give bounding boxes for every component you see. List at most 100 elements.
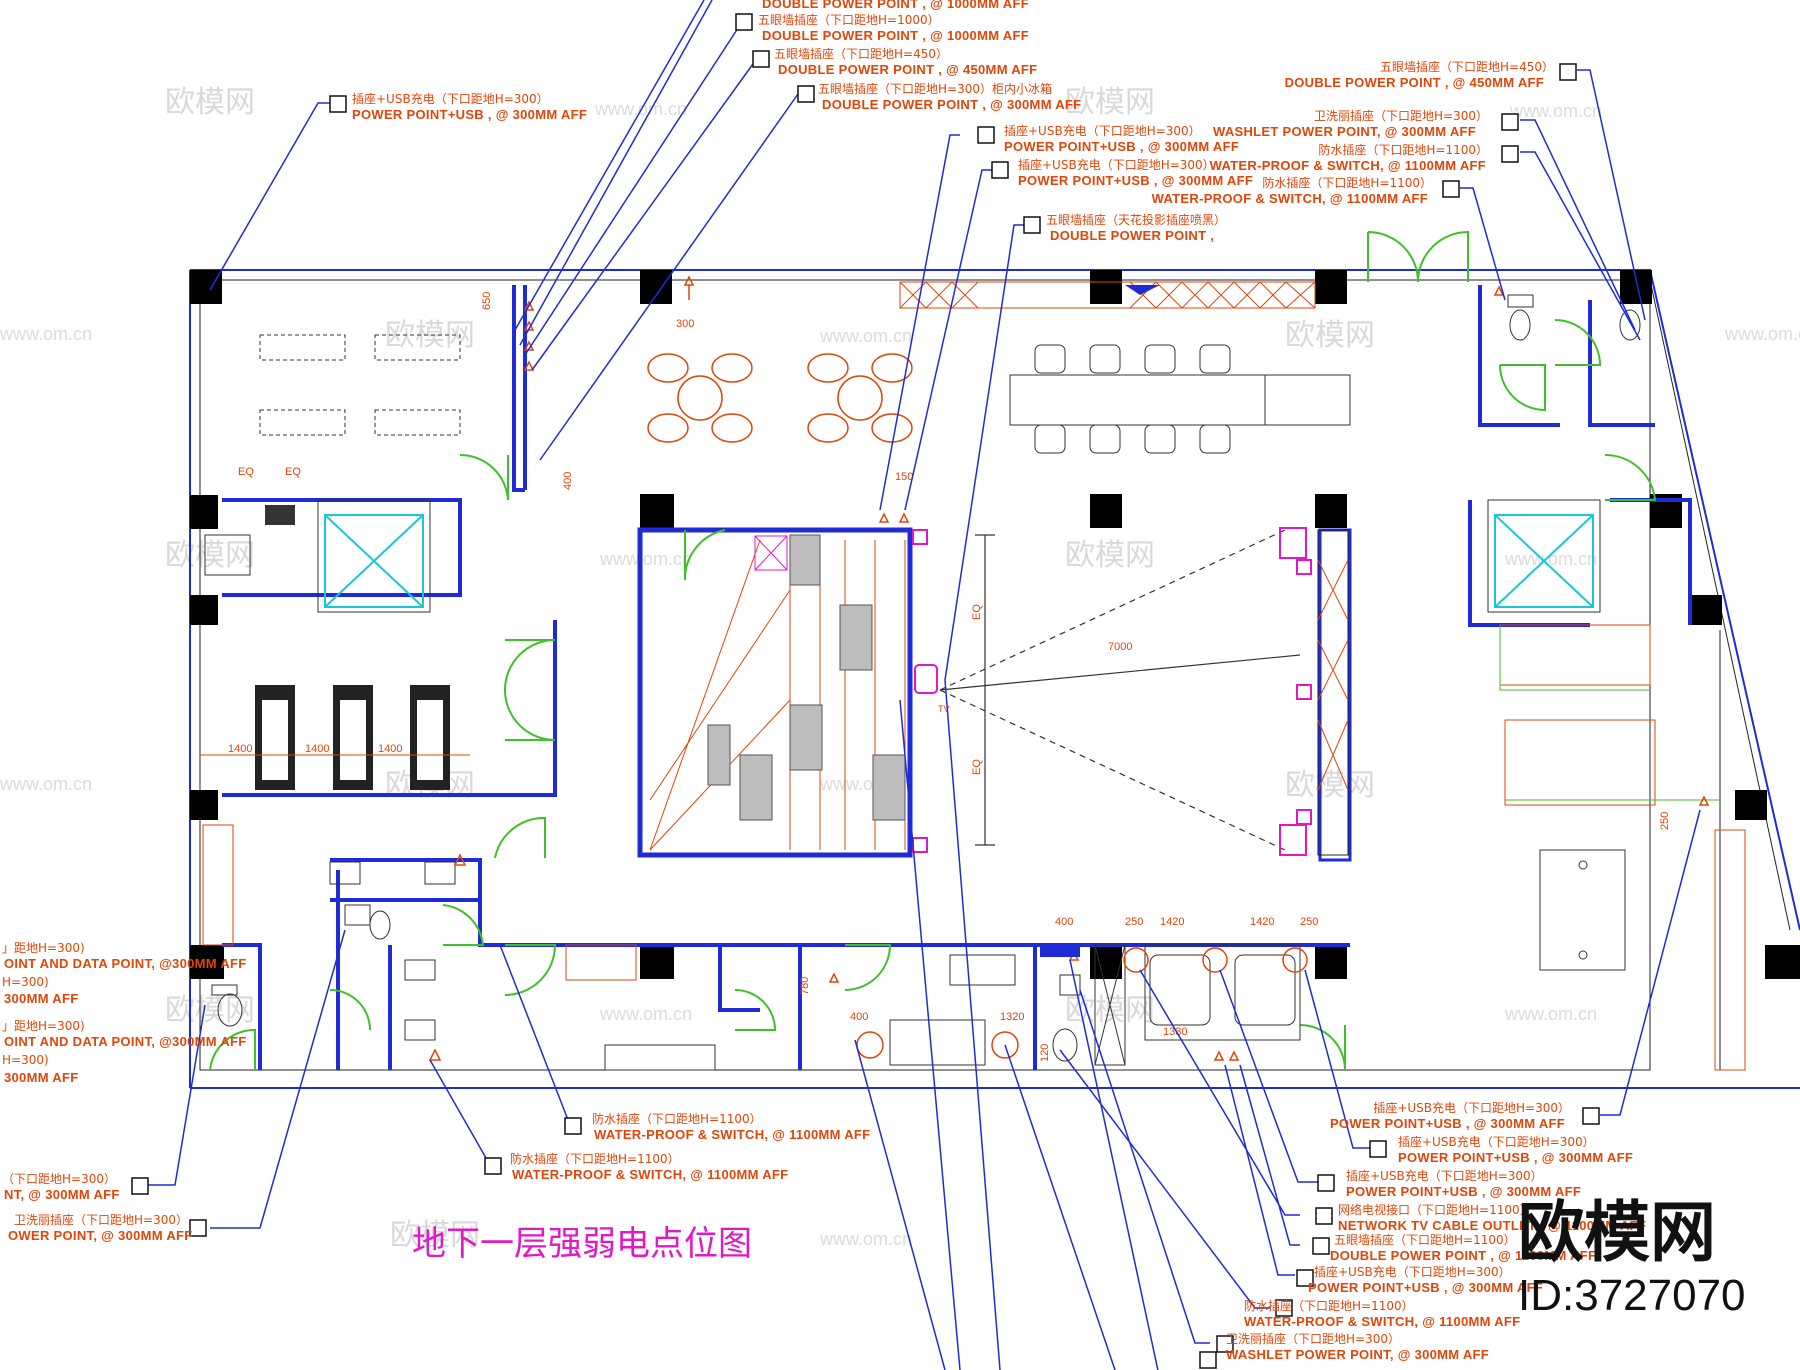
callout-en: POWER POINT+USB , @ 300MM AFF bbox=[352, 107, 587, 122]
sanitary-fixtures bbox=[211, 294, 1746, 1071]
outlet-markers bbox=[428, 275, 1710, 1061]
callout-cn: 五眼墙插座（下口距地H=450） bbox=[774, 46, 948, 61]
north-screen-partition bbox=[899, 281, 1349, 856]
callout-clipped: H=300) bbox=[2, 1053, 49, 1067]
callout-icons bbox=[131, 13, 1600, 1369]
callout-en: POWER POINT+USB , @ 300MM AFF bbox=[1330, 1116, 1565, 1131]
callout-en: WATER-PROOF & SWITCH, @ 1100MM AFF bbox=[594, 1127, 870, 1142]
dim-label: 400 bbox=[1055, 916, 1073, 928]
dim-label: 650 bbox=[481, 292, 493, 310]
callout-cn: 卫洗丽插座（下口距地H=300） bbox=[1314, 108, 1488, 123]
dim-label: EQ bbox=[238, 466, 254, 478]
tv-label: TV bbox=[938, 704, 950, 714]
callout-en: WATER-PROOF & SWITCH, @ 1100MM AFF bbox=[1244, 1314, 1520, 1329]
watermark-text: 欧模网 bbox=[165, 993, 255, 1028]
callout-clipped: OWER POINT, @ 300MM AFF bbox=[8, 1228, 193, 1243]
structural-columns bbox=[190, 270, 1800, 979]
watermark-text: 欧模网 bbox=[165, 538, 255, 573]
watermark-text: 欧模网 bbox=[1065, 993, 1155, 1028]
callout-cn: 插座+USB充电（下口距地H=300） bbox=[1314, 1264, 1511, 1279]
watermark-url: www.om.cn bbox=[0, 774, 92, 794]
dim-label: 400 bbox=[562, 472, 574, 490]
door-swings bbox=[209, 230, 1657, 1071]
callout-clipped: 」距地H=300) bbox=[2, 1019, 85, 1033]
dim-label: 7000 bbox=[1108, 641, 1132, 653]
callout-clipped: NT, @ 300MM AFF bbox=[4, 1187, 120, 1202]
dim-label: EQ bbox=[971, 604, 983, 620]
callout-cn: 插座+USB充电（下口距地H=300） bbox=[1346, 1168, 1543, 1183]
watermark-url: www.om.cn bbox=[1504, 549, 1597, 569]
callout-cn: 卫洗丽插座（下口距地H=300） bbox=[1226, 1331, 1400, 1346]
dim-label: EQ bbox=[285, 466, 301, 478]
callout-cn: 插座+USB充电（下口距地H=300） bbox=[1018, 157, 1215, 172]
callout-cn: 防水插座（下口距地H=1100） bbox=[592, 1111, 762, 1126]
callout-en: WASHLET POWER POINT, @ 300MM AFF bbox=[1213, 124, 1476, 139]
callout-cn: 五眼墙插座（天花投影插座喷黑） bbox=[1046, 212, 1226, 227]
callout-clipped: DOUBLE POWER POINT , @ 1000MM AFF bbox=[762, 0, 1029, 11]
dimension-labels: EQ EQ 650 300 400 150 1400 1400 1400 700… bbox=[228, 292, 1671, 1062]
callout-en: NETWORK TV CABLE OUTLET , @ 1100MM AFF bbox=[1338, 1218, 1646, 1233]
callout-cn: 插座+USB充电（下口距地H=300） bbox=[1398, 1134, 1595, 1149]
watermark-url: www.om.cn bbox=[1509, 101, 1602, 121]
callout-clipped: OINT AND DATA POINT, @300MM AFF bbox=[4, 956, 247, 971]
callout-cn: 插座+USB充电（下口距地H=300） bbox=[352, 91, 549, 106]
callout-texts: DOUBLE POWER POINT , @ 1000MM AFF 五眼墙插座（… bbox=[2, 0, 1646, 1362]
callout-clipped: OINT AND DATA POINT, @300MM AFF bbox=[4, 1034, 247, 1049]
dim-label: 250 bbox=[1659, 812, 1671, 830]
dim-label: EQ bbox=[971, 759, 983, 775]
callout-cn: 防水插座（下口距地H=1100） bbox=[1318, 142, 1488, 157]
interior-walls bbox=[222, 285, 1692, 1070]
brand-stamp: 欧模网 ID:3727070 bbox=[1518, 1194, 1746, 1320]
dim-label: 120 bbox=[1039, 1044, 1051, 1062]
watermark-text: 欧模网 bbox=[1285, 768, 1375, 803]
callout-clipped: 卫洗丽插座（下口距地H=300） bbox=[14, 1212, 188, 1227]
callout-cn: 防水插座（下口距地H=1100） bbox=[510, 1151, 680, 1166]
watermark-url: www.om.cn bbox=[594, 99, 687, 119]
callout-en: WATER-PROOF & SWITCH, @ 1100MM AFF bbox=[1152, 191, 1428, 206]
watermark-url: www.om.cn bbox=[1724, 324, 1800, 344]
dim-label: 150 bbox=[895, 471, 913, 483]
dim-label: 250 bbox=[1300, 916, 1318, 928]
dim-label: 1420 bbox=[1250, 916, 1274, 928]
callout-en: DOUBLE POWER POINT , @ 300MM AFF bbox=[822, 97, 1081, 112]
callout-en: WATER-PROOF & SWITCH, @ 1100MM AFF bbox=[512, 1167, 788, 1182]
callout-en: DOUBLE POWER POINT , @ 450MM AFF bbox=[778, 62, 1037, 77]
dim-label: 250 bbox=[1125, 916, 1143, 928]
callout-clipped: H=300) bbox=[2, 975, 49, 989]
watermark-layer: 欧模网 www.om.cn 欧模网 www.om.cn 欧模网 www.om.c… bbox=[0, 85, 1800, 1253]
dim-label: 300 bbox=[676, 318, 694, 330]
drawing-title: 地下一层强弱电点位图 bbox=[412, 1224, 752, 1264]
callout-en: POWER POINT+USB , @ 300MM AFF bbox=[1346, 1184, 1581, 1199]
callout-cn: 五眼墙插座（下口距地H=300）柜内小冰箱 bbox=[818, 81, 1052, 96]
building-outline bbox=[189, 269, 1800, 1089]
callout-clipped: 300MM AFF bbox=[4, 991, 78, 1006]
callout-en: DOUBLE POWER POINT , @ 1000MM AFF bbox=[762, 28, 1029, 43]
dim-label: 1320 bbox=[1000, 1011, 1024, 1023]
callout-cn: 五眼墙插座（下口距地H=1000） bbox=[758, 12, 940, 27]
callout-en: DOUBLE POWER POINT , bbox=[1050, 228, 1214, 243]
callout-clipped: 」距地H=300) bbox=[2, 941, 85, 955]
watermark-url: www.om.cn bbox=[599, 549, 692, 569]
tiered-seating bbox=[649, 534, 906, 851]
callout-cn: 防水插座（下口距地H=1100） bbox=[1244, 1298, 1414, 1313]
callout-cn: 五眼墙插座（下口距地H=1100） bbox=[1334, 1232, 1516, 1247]
gym-treadmills bbox=[200, 505, 470, 790]
callout-clipped: 300MM AFF bbox=[4, 1070, 78, 1085]
callout-en: DOUBLE POWER POINT , @ 1100MM AFF bbox=[1330, 1248, 1596, 1263]
callout-cn: 五眼墙插座（下口距地H=450） bbox=[1380, 59, 1554, 74]
callout-cn: 插座+USB充电（下口距地H=300） bbox=[1004, 123, 1201, 138]
callout-cn: 插座+USB充电（下口距地H=300） bbox=[1373, 1100, 1570, 1115]
lounge-furniture bbox=[647, 353, 913, 443]
callout-clipped: （下口距地H=300） bbox=[2, 1172, 116, 1186]
callout-en: WATER-PROOF & SWITCH, @ 1100MM AFF bbox=[1210, 158, 1486, 173]
blue-fixture bbox=[1040, 285, 1160, 957]
brand-id: ID:3727070 bbox=[1518, 1271, 1746, 1320]
conference-table bbox=[1009, 344, 1351, 454]
staircase bbox=[202, 624, 1720, 981]
callout-en: DOUBLE POWER POINT , @ 450MM AFF bbox=[1285, 75, 1544, 90]
elevator-shafts bbox=[317, 499, 1601, 613]
watermark-text: 欧模网 bbox=[1285, 318, 1375, 353]
watermark-text: 欧模网 bbox=[1065, 85, 1155, 120]
tv-outlets bbox=[912, 527, 1312, 856]
